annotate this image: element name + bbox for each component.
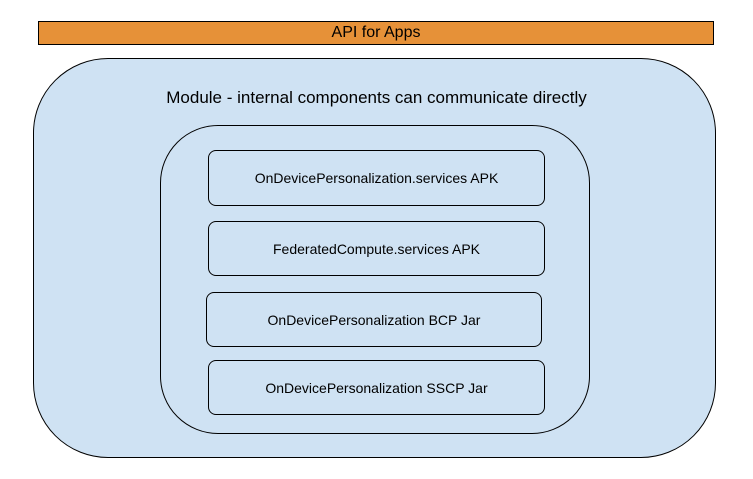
module-title: Module - internal components can communi… (166, 88, 587, 107)
component-label: FederatedCompute.services APK (273, 240, 480, 257)
component-odp-services-apk: OnDevicePersonalization.services APK (208, 150, 545, 206)
component-label: OnDevicePersonalization SSCP Jar (265, 379, 488, 396)
component-odp-bcp-jar: OnDevicePersonalization BCP Jar (206, 292, 542, 347)
component-label: OnDevicePersonalization.services APK (254, 170, 499, 186)
component-odp-sscp-jar: OnDevicePersonalization SSCP Jar (208, 360, 545, 415)
component-label: OnDevicePersonalization BCP Jar (267, 311, 481, 328)
api-bar-label: API for Apps (331, 24, 421, 41)
component-federatedcompute-services-apk: FederatedCompute.services APK (208, 221, 545, 276)
api-for-apps-bar: API for Apps (38, 21, 714, 45)
